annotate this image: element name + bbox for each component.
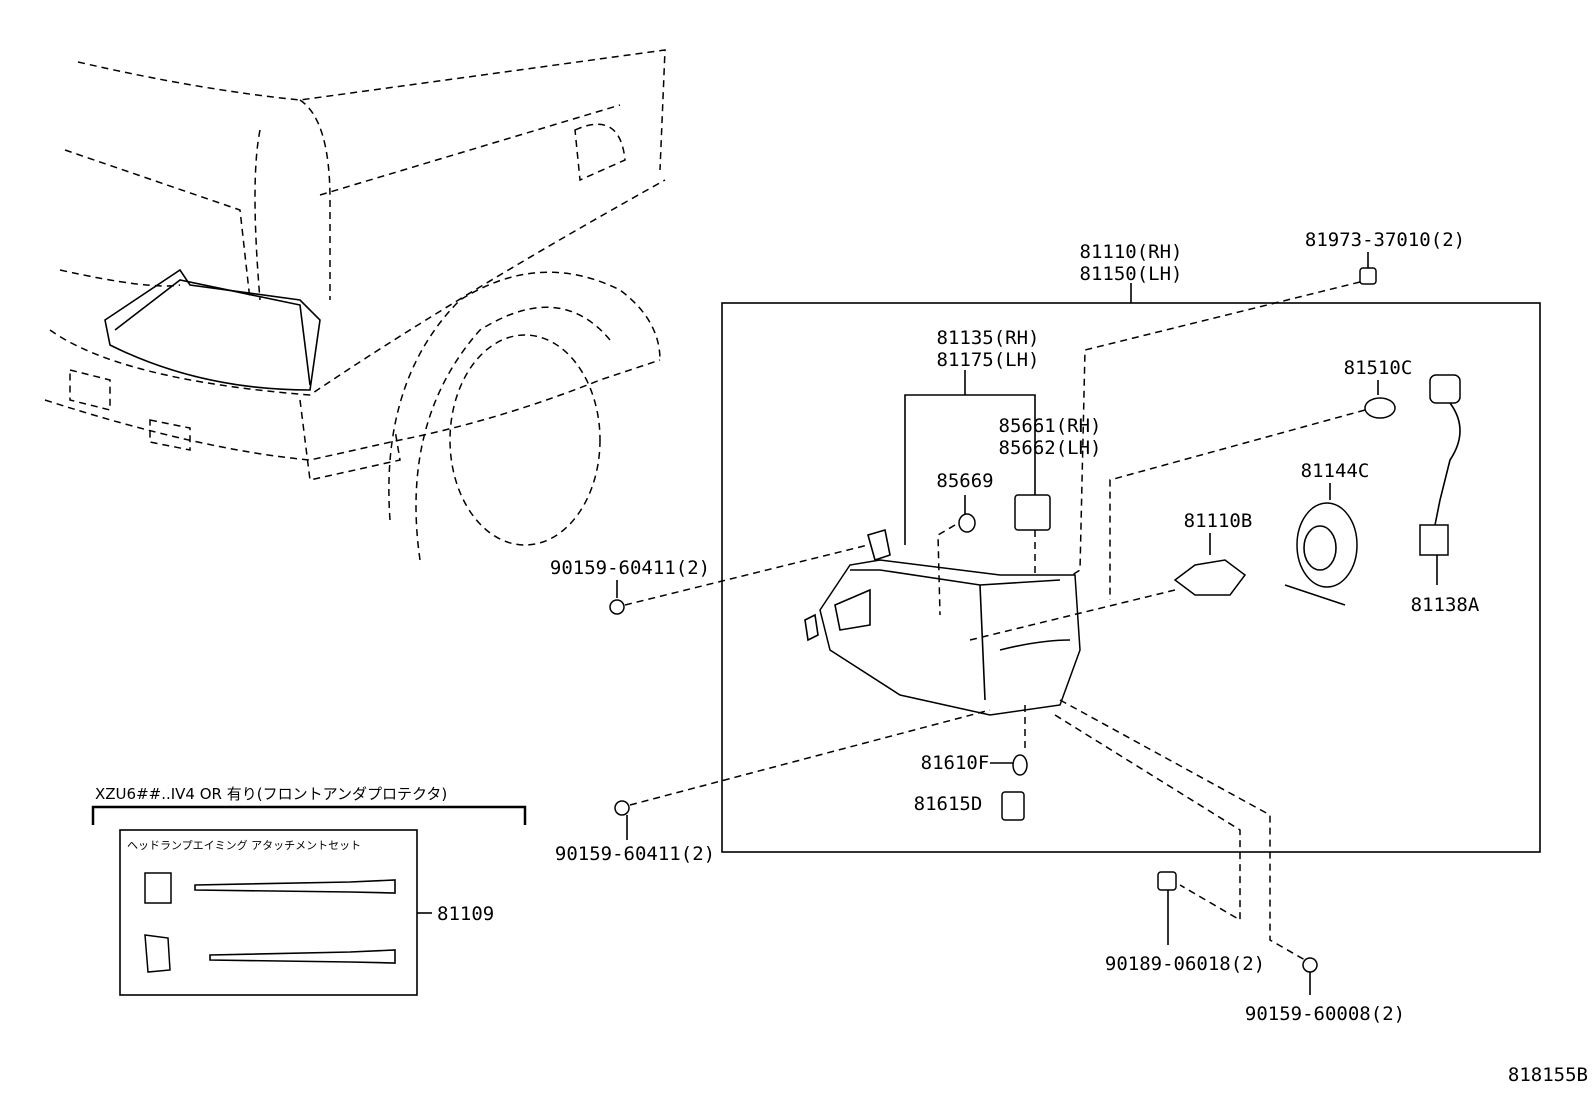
label-clip: 81973-37010(2)	[1305, 229, 1465, 251]
vehicle-outline	[44, 49, 666, 561]
bulb-side-part	[1012, 754, 1028, 776]
cover-part	[1284, 502, 1358, 606]
headlamp-housing	[804, 528, 1081, 716]
label-81110B: 81110B	[1184, 510, 1253, 532]
label-85669: 85669	[936, 470, 993, 492]
label-81150-lh: 81150(LH)	[1080, 263, 1183, 285]
label-85662-lh: 85662(LH)	[999, 437, 1102, 459]
actuator-part	[1014, 494, 1051, 531]
clip-part	[1359, 267, 1377, 285]
oring-part	[958, 513, 976, 533]
label-81510C: 81510C	[1344, 357, 1413, 379]
label-nut: 90189-06018(2)	[1105, 953, 1265, 975]
aiming-kit-parts	[144, 872, 396, 973]
bulb-small-part	[1364, 397, 1396, 419]
diagram-code: 818155B	[1508, 1064, 1588, 1086]
kit-title: ヘッドランプエイミング アタッチメントセット	[127, 838, 361, 852]
condition-note: XZU6##..IV4 OR 有り(フロントアンダプロテクタ)	[95, 785, 447, 803]
label-screw-upper: 90159-60411(2)	[550, 557, 710, 579]
socket-wire-part	[1419, 374, 1461, 556]
label-81175-lh: 81175(LH)	[937, 349, 1040, 371]
nut-part	[1157, 871, 1177, 891]
label-81110-rh: 81110(RH)	[1080, 241, 1183, 263]
label-81615D: 81615D	[914, 793, 983, 815]
label-81109: 81109	[437, 903, 494, 925]
bulb-main-part	[1173, 559, 1247, 596]
label-85661-rh: 85661(RH)	[999, 415, 1102, 437]
label-81610F: 81610F	[921, 752, 990, 774]
label-screw-lower: 90159-60411(2)	[555, 843, 715, 865]
label-81135-rh: 81135(RH)	[937, 327, 1040, 349]
screw-upper-part	[609, 599, 625, 615]
label-81144C: 81144C	[1301, 460, 1370, 482]
label-screw-bottom: 90159-60008(2)	[1245, 1003, 1405, 1025]
screw-lower-part	[614, 800, 630, 816]
screw-bottom-part	[1302, 957, 1318, 973]
socket-side-part	[1001, 791, 1025, 821]
label-81138A: 81138A	[1411, 594, 1480, 616]
